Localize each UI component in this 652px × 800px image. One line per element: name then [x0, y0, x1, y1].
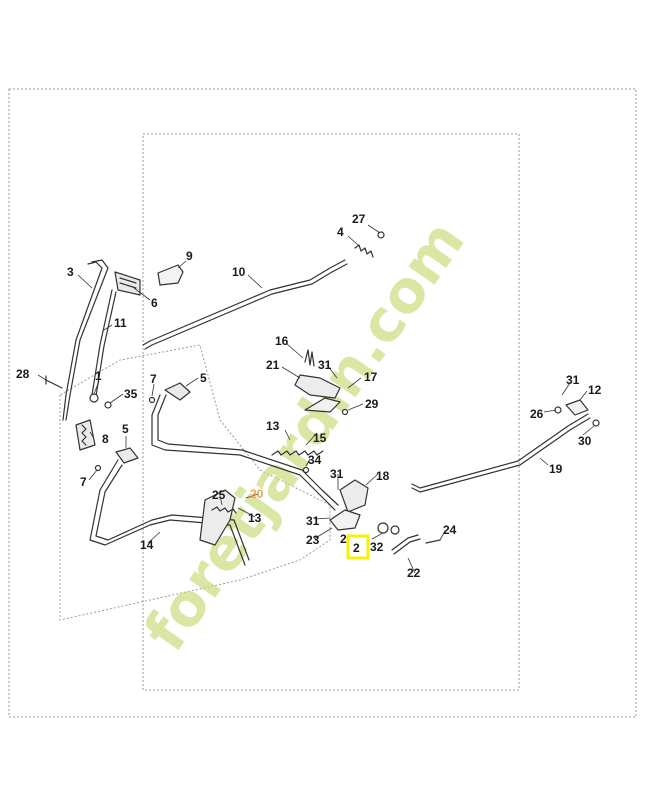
watermark: foretjardin.com: [131, 208, 478, 663]
label-16: 16: [275, 334, 289, 348]
rod-20: [151, 394, 336, 511]
grip-6: [114, 271, 141, 296]
label-1: 1: [95, 369, 102, 383]
label-21: 21: [266, 358, 280, 372]
label-31a: 31: [318, 358, 332, 372]
outer-frame: [8, 88, 637, 718]
link-23: [329, 509, 361, 531]
nut-30: [592, 419, 600, 427]
label-7a: 7: [150, 372, 157, 386]
label-2a: 2: [340, 532, 347, 546]
lever-5-top: [164, 382, 191, 401]
label-4: 4: [337, 225, 344, 239]
knob-9: [157, 264, 184, 286]
label-25: 25: [212, 488, 226, 502]
label-7b: 7: [80, 475, 87, 489]
label-13b: 13: [248, 511, 262, 525]
bracket-21: [294, 374, 341, 399]
pin-29: [341, 408, 349, 416]
label-19: 19: [549, 462, 563, 476]
bolt-24: [425, 539, 441, 544]
bolt-28: [45, 375, 63, 389]
pin-7a: [148, 396, 156, 404]
label-29: 29: [365, 397, 379, 411]
label-23: 23: [306, 533, 320, 547]
label-13a: 13: [266, 419, 280, 433]
label-35: 35: [124, 387, 138, 401]
label-8: 8: [102, 432, 109, 446]
label-28: 28: [16, 367, 30, 381]
rod-3: [65, 259, 109, 421]
label-24a: 24: [443, 523, 457, 537]
spring-13b: [211, 506, 237, 514]
spring-15: [271, 450, 324, 456]
label-15: 15: [313, 431, 327, 445]
label-5a: 5: [200, 371, 207, 385]
label-31d: 31: [306, 514, 320, 528]
lever-18: [339, 479, 369, 513]
label-10: 10: [232, 265, 246, 279]
part-labels: 27 4 9 3 10 6 11 16 21 31 17 28 1 7 5 35…: [16, 212, 602, 580]
label-18: 18: [376, 469, 390, 483]
leader-lines: [37, 224, 595, 574]
bolt-1: [89, 393, 99, 403]
pin-7b: [94, 464, 102, 472]
label-34: 34: [308, 453, 322, 467]
label-6: 6: [151, 296, 158, 310]
label-31c: 31: [330, 467, 344, 481]
rod-11: [91, 289, 113, 396]
spring-4: [354, 244, 374, 258]
label-3: 3: [67, 265, 74, 279]
label-30: 30: [578, 434, 592, 448]
label-26: 26: [530, 407, 544, 421]
nut-35: [104, 401, 112, 409]
pin-34: [302, 466, 310, 474]
washer-32: [377, 522, 389, 534]
nut-27: [377, 231, 385, 239]
label-20: 20: [250, 487, 264, 501]
rod-19: [411, 417, 591, 493]
parts-drawing: [45, 231, 600, 566]
plate-17: [304, 397, 341, 413]
label-2-highlighted: 2: [353, 541, 360, 555]
watermark-text: foretjardin.com: [131, 208, 478, 663]
bracket-25: [199, 489, 236, 546]
inner-frame: [142, 133, 520, 691]
label-9: 9: [186, 249, 193, 263]
label-22: 22: [407, 566, 421, 580]
rod-10: [142, 259, 346, 346]
spring-16: [304, 349, 315, 367]
label-17: 17: [364, 370, 378, 384]
spring-8: [81, 424, 87, 446]
label-11: 11: [114, 316, 127, 330]
label-32: 32: [370, 540, 384, 554]
label-31b: 31: [566, 373, 580, 387]
label-12: 12: [588, 383, 602, 397]
rod-22: [391, 534, 419, 551]
label-5b: 5: [122, 422, 129, 436]
bracket-8: [75, 419, 96, 451]
block-5b: [115, 447, 139, 464]
clip-12: [565, 399, 589, 416]
label-14: 14: [140, 538, 154, 552]
label-27: 27: [352, 212, 366, 226]
highlight-box: [346, 534, 370, 560]
